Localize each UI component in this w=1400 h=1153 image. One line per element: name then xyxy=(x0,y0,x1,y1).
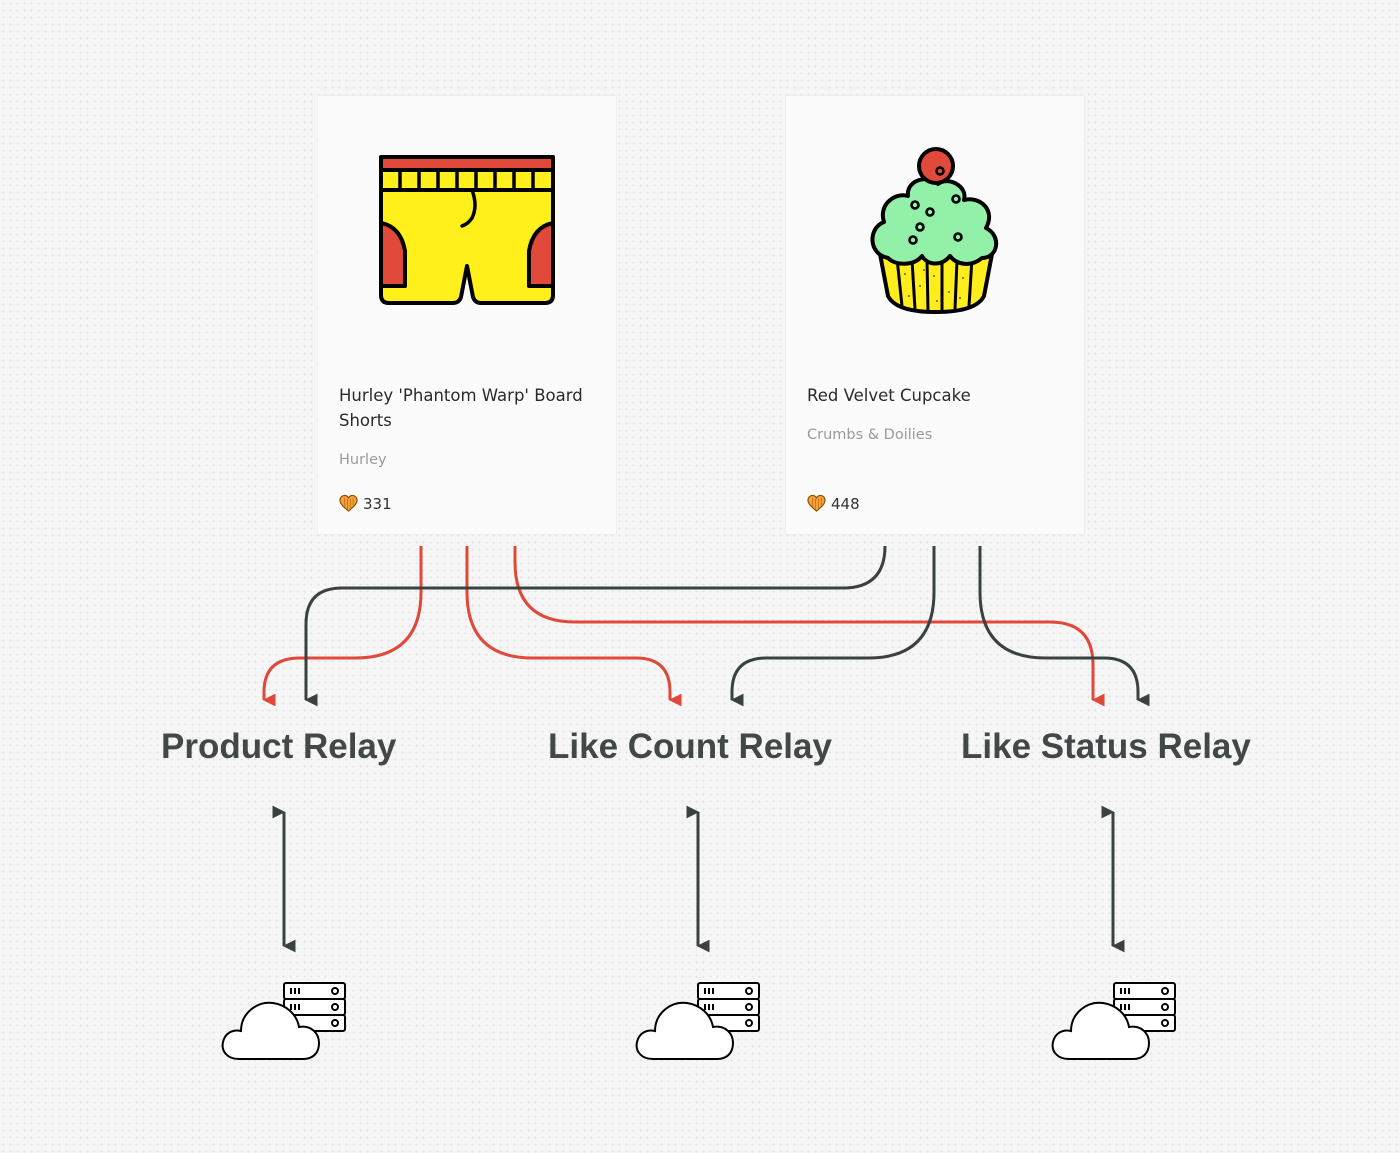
product-title[interactable]: Hurley 'Phantom Warp' Board Shorts xyxy=(339,386,583,430)
connector-cupcake-to-like-count-relay xyxy=(730,546,936,707)
product-brand: Crumbs & Doilies xyxy=(807,427,933,443)
cloud-server-icon xyxy=(1051,982,1176,1060)
connector-shorts-to-like-count-relay xyxy=(465,546,682,707)
connector-cupcake-to-product-relay xyxy=(304,545,887,707)
connector-shorts-to-like-status-relay xyxy=(513,546,1105,707)
like-status-relay-label: Like Status Relay xyxy=(961,727,1251,766)
board-shorts-icon xyxy=(379,155,555,305)
product-brand: Hurley xyxy=(339,452,387,468)
like-count-relay-label: Like Count Relay xyxy=(548,727,832,766)
like-count-value: 331 xyxy=(363,494,392,513)
like-count: 448 xyxy=(807,494,860,513)
connector-cupcake-to-like-status-relay xyxy=(978,546,1150,707)
product-relay-label: Product Relay xyxy=(161,727,397,766)
product-title[interactable]: Red Velvet Cupcake xyxy=(807,386,971,405)
product-card-shorts[interactable]: Hurley 'Phantom Warp' Board Shorts Hurle… xyxy=(317,95,617,535)
cloud-server-icon xyxy=(221,982,346,1060)
heart-icon[interactable] xyxy=(339,494,358,513)
like-count: 331 xyxy=(339,494,392,513)
cloud-server-icon xyxy=(635,982,760,1060)
product-card-cupcake[interactable]: Red Velvet Cupcake Crumbs & Doilies 448 xyxy=(785,95,1085,535)
like-count-value: 448 xyxy=(831,494,860,513)
heart-icon[interactable] xyxy=(807,494,826,513)
cupcake-icon xyxy=(870,147,998,314)
connector-shorts-to-product-relay xyxy=(262,546,423,707)
